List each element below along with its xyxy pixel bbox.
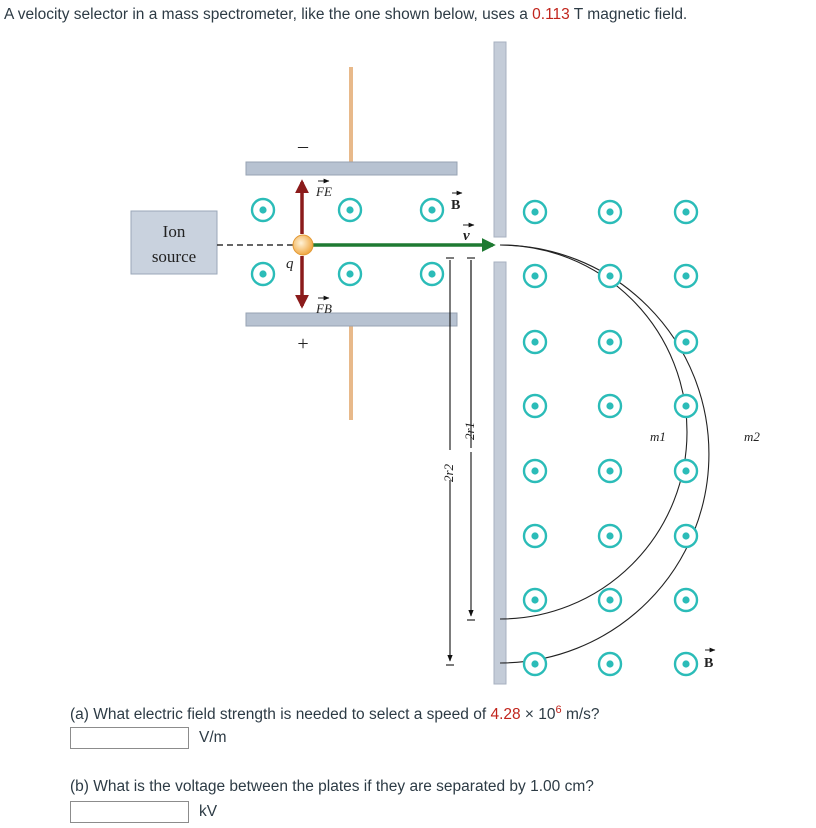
- answer-a-input[interactable]: [70, 727, 189, 749]
- field-dot: [522, 199, 548, 225]
- diameter-1-label: 2r1: [462, 422, 477, 440]
- mass-spectrometer-diagram: Ion source: [130, 41, 760, 685]
- field-dot: [522, 587, 548, 613]
- screen-lower: [493, 261, 507, 685]
- field-dot: [337, 197, 363, 223]
- field-b-label-bottom: B: [704, 647, 716, 671]
- answer-b-input[interactable]: [70, 801, 189, 823]
- svg-text:FE: FE: [315, 184, 332, 199]
- svg-text:v: v: [463, 228, 470, 244]
- svg-text:FB: FB: [315, 301, 332, 316]
- field-dot: [673, 393, 699, 419]
- ion-source-label-2: source: [152, 247, 196, 266]
- velocity-label: v: [463, 222, 475, 244]
- field-dot: [522, 458, 548, 484]
- field-value: 0.113: [532, 6, 570, 23]
- field-dot: [250, 197, 276, 223]
- force-electric-label: FE: [315, 178, 332, 199]
- field-dot: [673, 263, 699, 289]
- question-a: (a) What electric field strength is need…: [70, 704, 600, 724]
- force-magnetic-label: FB: [315, 295, 332, 316]
- intro-text-after: T magnetic field.: [569, 6, 688, 23]
- answer-a-unit: V/m: [199, 729, 227, 746]
- question-a-text-after: m/s?: [561, 706, 600, 724]
- diameter-2-label: 2r2: [441, 463, 456, 482]
- field-dot: [673, 587, 699, 613]
- ion-particle: [292, 234, 314, 256]
- field-dot: [673, 329, 699, 355]
- problem-statement: A velocity selector in a mass spectromet…: [4, 6, 687, 24]
- field-dot: [673, 523, 699, 549]
- question-b: (b) What is the voltage between the plat…: [70, 778, 594, 795]
- field-dot: [597, 393, 623, 419]
- field-dot: [522, 523, 548, 549]
- field-dot: [522, 393, 548, 419]
- field-dot: [522, 329, 548, 355]
- ion-source-label-1: Ion: [163, 222, 186, 241]
- magnetic-field-dots: [250, 197, 699, 677]
- field-dot: [337, 261, 363, 287]
- diameter-1-dimension: [467, 257, 475, 621]
- top-plate: [245, 161, 458, 176]
- svg-text:B: B: [451, 198, 460, 213]
- screen-upper: [493, 41, 507, 238]
- trajectory-m1: [499, 244, 688, 620]
- trajectory-m2: [499, 244, 710, 664]
- speed-mantissa: 4.28: [490, 706, 521, 724]
- field-dot: [522, 263, 548, 289]
- field-dot: [597, 199, 623, 225]
- question-a-text: (a) What electric field strength is need…: [70, 706, 491, 724]
- field-dot: [673, 199, 699, 225]
- answer-b-unit: kV: [199, 803, 218, 820]
- ion-source-box: [130, 210, 218, 275]
- plate-minus-label: –: [297, 135, 309, 157]
- diameter-2-dimension: [446, 257, 454, 666]
- speed-exponent: 6: [555, 704, 562, 716]
- mass-2-label: m2: [744, 429, 760, 444]
- charge-label: q: [286, 256, 294, 272]
- field-dot: [673, 458, 699, 484]
- speed-times: × 10: [520, 706, 556, 724]
- field-dot: [597, 329, 623, 355]
- field-dot: [419, 197, 445, 223]
- field-dot: [522, 651, 548, 677]
- bottom-plate: [245, 312, 458, 327]
- field-dot: [673, 651, 699, 677]
- field-dot: [597, 263, 623, 289]
- field-dot: [419, 261, 445, 287]
- plate-plus-label: +: [297, 333, 308, 355]
- field-dot: [597, 651, 623, 677]
- mass-1-label: m1: [650, 429, 666, 444]
- field-dot: [597, 523, 623, 549]
- field-dot: [597, 587, 623, 613]
- intro-text-before: A velocity selector in a mass spectromet…: [4, 6, 533, 23]
- svg-text:B: B: [704, 656, 713, 671]
- field-dot: [250, 261, 276, 287]
- field-b-label: B: [451, 190, 463, 213]
- field-dot: [597, 458, 623, 484]
